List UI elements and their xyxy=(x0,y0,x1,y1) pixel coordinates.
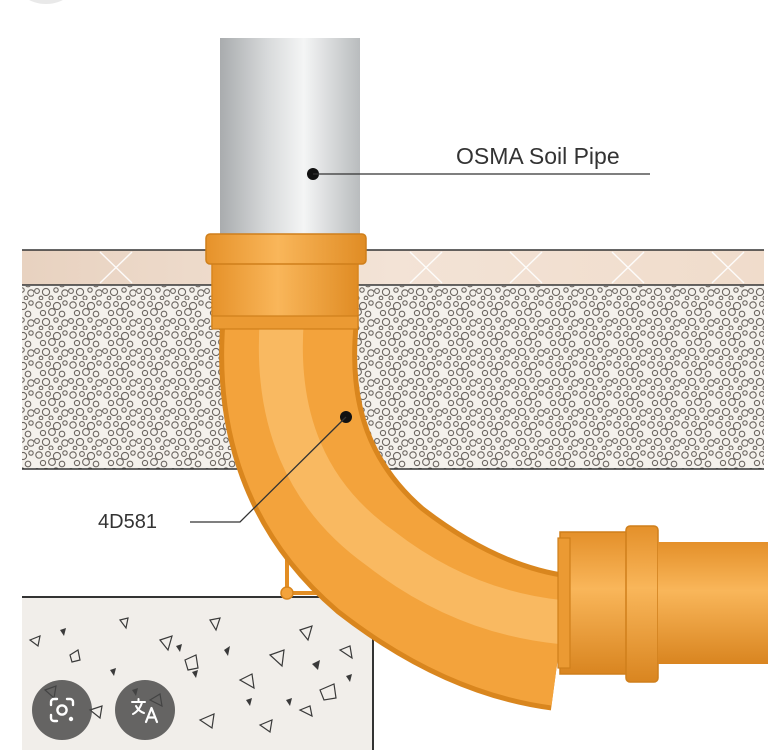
soil-pipe-label: OSMA Soil Pipe xyxy=(456,143,620,169)
lens-button[interactable] xyxy=(32,680,92,740)
callout-soil-pipe-leader xyxy=(307,168,650,180)
pipe-bend xyxy=(205,233,768,711)
soil-pipe xyxy=(220,38,360,243)
google-lens-icon xyxy=(49,697,75,723)
top-overlay-button[interactable] xyxy=(16,0,76,4)
gravel-layer xyxy=(22,286,764,470)
translate-button[interactable] xyxy=(115,680,175,740)
translate-icon xyxy=(131,698,159,724)
bend-code-label: 4D581 xyxy=(98,511,157,533)
callout-bend-leader xyxy=(190,411,352,523)
floor-layer xyxy=(22,249,764,286)
